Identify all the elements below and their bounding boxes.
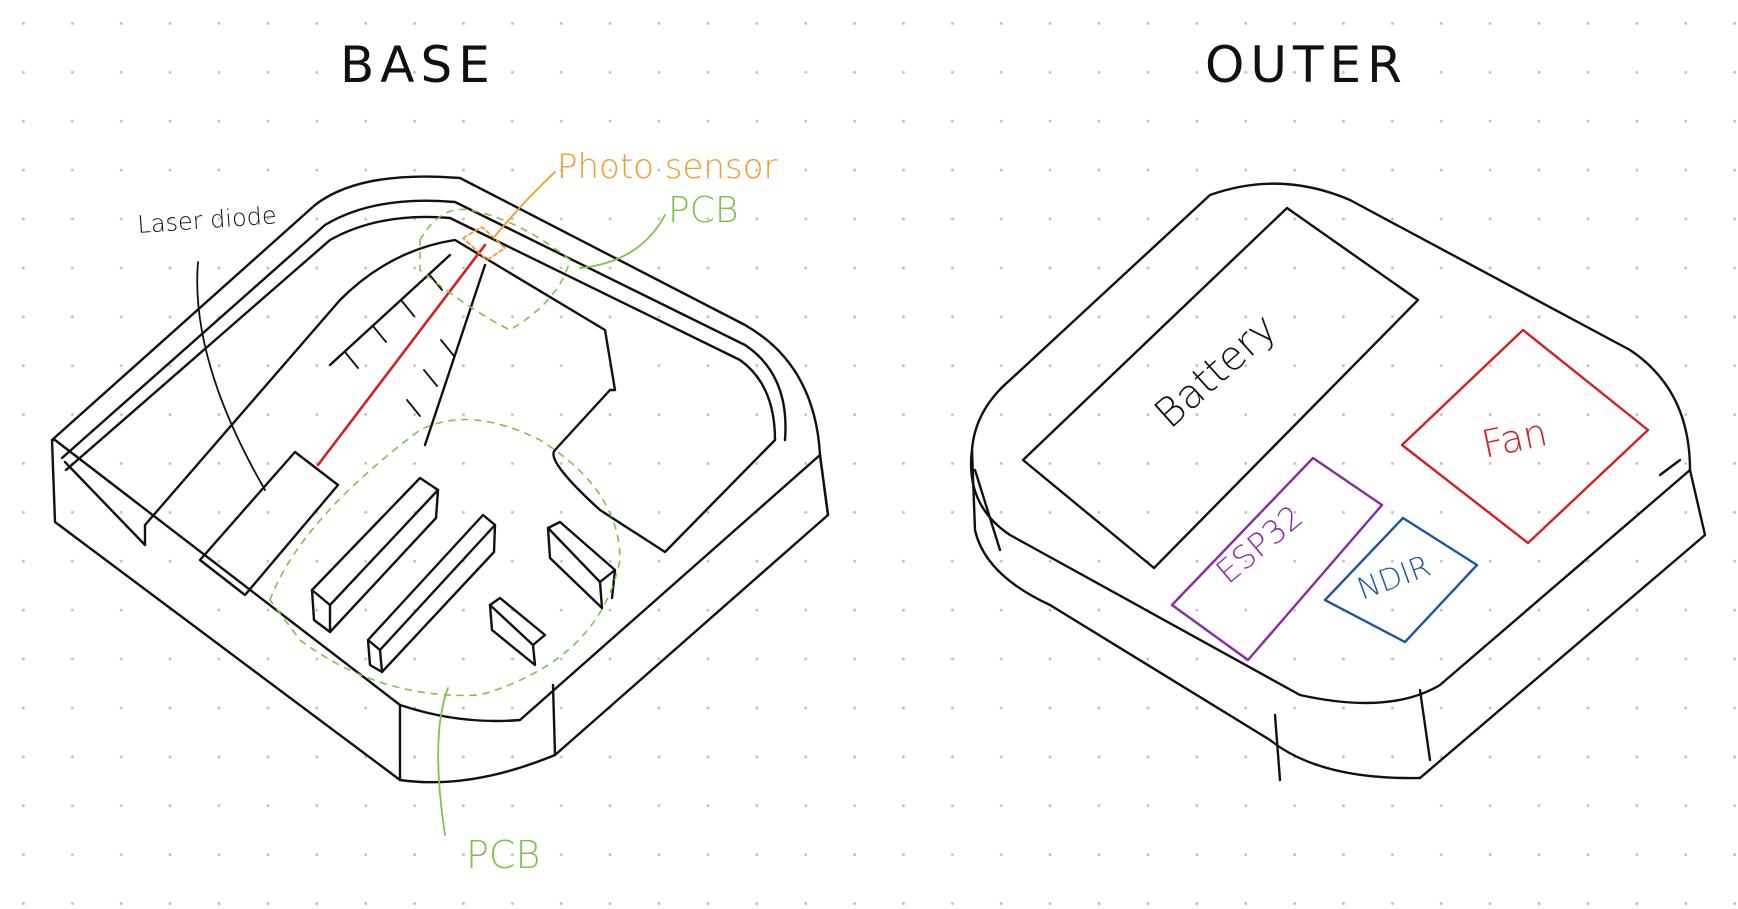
base-inner-pocket	[552, 388, 777, 554]
photo-sensor-label: Photo sensor	[557, 147, 777, 187]
base-inner-floor-edge	[63, 460, 147, 547]
pcb-top-leader	[579, 214, 666, 269]
esp32-label: ESP32	[1209, 497, 1310, 591]
outer-diagram: OUTER Battery Fan ESP32 NDIR	[969, 36, 1707, 782]
pcb-outline-bottom	[269, 418, 621, 697]
base-inner-wall-2	[64, 215, 777, 472]
outer-lid-edge-2	[1418, 688, 1432, 762]
fin-row-2	[366, 513, 497, 674]
battery-box	[1021, 206, 1420, 570]
outer-title: OUTER	[1205, 36, 1408, 94]
outer-lid-side-left	[970, 448, 1422, 780]
fin-block-bottom	[488, 596, 547, 667]
base-diagram: BASE	[50, 36, 830, 877]
pcb-bottom-label: PCB	[466, 833, 540, 877]
photo-sensor-box	[462, 226, 506, 261]
outer-lid-top	[969, 182, 1692, 705]
base-outer-rim	[50, 175, 822, 723]
laser-diode-leader	[196, 261, 266, 491]
laser-beam	[316, 243, 487, 467]
slit-arm-left	[328, 253, 452, 367]
esp32-box	[1170, 456, 1384, 662]
fan-label: Fan	[1478, 410, 1551, 467]
fin-row-1	[310, 476, 440, 634]
pcb-outline-top	[419, 208, 571, 331]
base-outer-wall-left	[50, 438, 402, 782]
base-inner-wall-1	[60, 199, 787, 460]
base-wall-corner-edge	[551, 683, 557, 757]
outer-lid-edge-4	[1658, 458, 1682, 477]
ndir-box	[1323, 516, 1479, 644]
pcb-bottom-leader	[437, 687, 449, 836]
battery-label: Battery	[1146, 305, 1286, 437]
laser-diode-label: Laser diode	[136, 201, 277, 239]
base-inner-wall-3	[143, 238, 617, 527]
outer-lid-edge-1	[1273, 713, 1282, 782]
photo-sensor-leader	[494, 171, 556, 237]
slit-arm-right	[423, 263, 487, 447]
fan-box	[1400, 328, 1650, 545]
slit-ticks	[344, 273, 455, 417]
base-title: BASE	[340, 36, 496, 94]
pcb-top-label: PCB	[668, 190, 738, 231]
base-wall-right-edge	[818, 453, 830, 517]
fin-block-right	[546, 520, 617, 610]
outer-lid-side-right	[1418, 468, 1707, 780]
outer-lid-edge-3	[973, 468, 1002, 552]
